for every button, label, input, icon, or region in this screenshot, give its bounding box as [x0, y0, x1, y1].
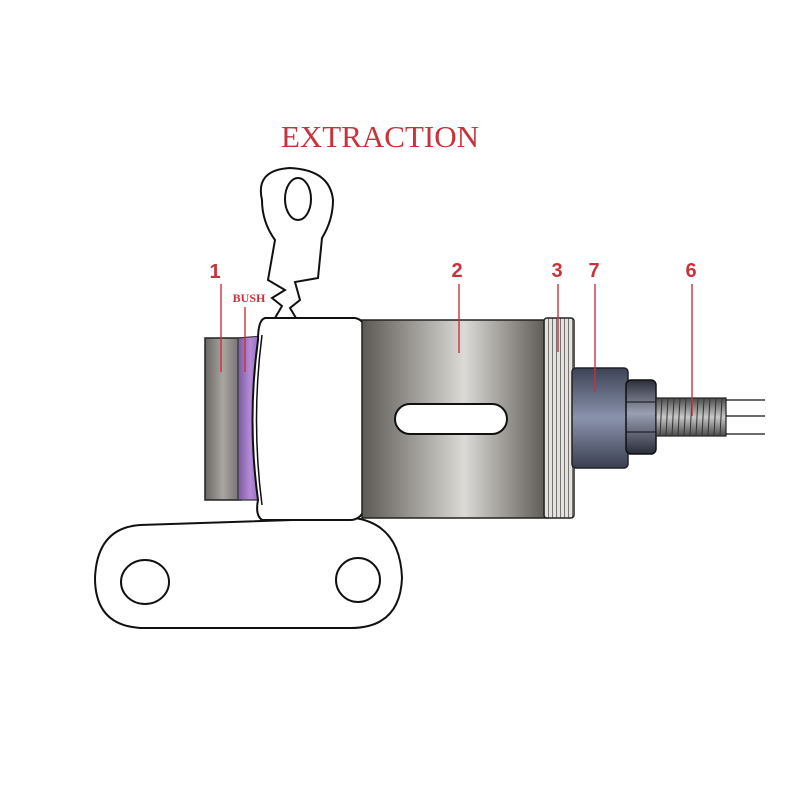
part-7-nut: [571, 367, 629, 469]
label-part-6: 6: [685, 260, 696, 282]
eye-lever: [259, 166, 335, 319]
diagram-title: EXTRACTION: [281, 119, 479, 154]
label-part-2: 2: [451, 260, 462, 282]
label-part-1: 1: [209, 261, 220, 283]
part-3-knurled-ring: [543, 317, 575, 519]
rod-extension: [726, 399, 765, 435]
part-1-bar: [204, 337, 242, 501]
label-part-7: 7: [588, 260, 599, 282]
clamp-body-edge: [255, 334, 263, 506]
label-bush: BUSH: [233, 291, 266, 305]
clamp-body: [251, 317, 366, 521]
hex-nut: [625, 379, 657, 455]
link-hole-right: [335, 557, 381, 603]
link-hole-left: [120, 559, 170, 605]
eye-hole: [284, 177, 312, 221]
label-part-3: 3: [551, 260, 562, 282]
lower-link-arm: [93, 516, 404, 629]
sleeve-slot: [394, 403, 508, 435]
